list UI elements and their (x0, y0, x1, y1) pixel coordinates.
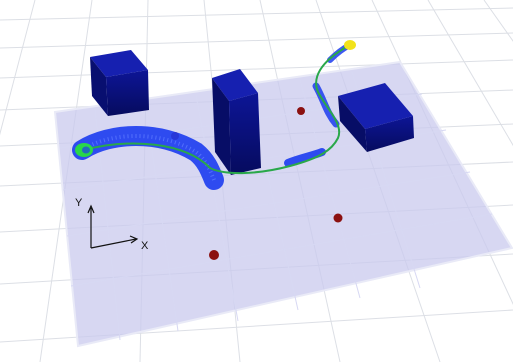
goal-marker[interactable] (344, 40, 356, 50)
obstacle-box[interactable] (338, 83, 414, 152)
waypoint-marker[interactable] (209, 250, 219, 260)
x-axis-label: X (141, 240, 149, 252)
axis-gizmo: Y X (75, 197, 149, 252)
y-axis-label: Y (75, 197, 83, 209)
obstacle-box[interactable] (212, 69, 261, 175)
waypoint-marker[interactable] (333, 213, 343, 223)
planned-path (83, 45, 349, 175)
x-axis-arrow (90, 235, 139, 249)
obstacle-box[interactable] (90, 50, 149, 116)
waypoint-marker[interactable] (297, 107, 305, 115)
y-axis-arrow (87, 204, 95, 248)
start-marker[interactable] (75, 143, 93, 157)
